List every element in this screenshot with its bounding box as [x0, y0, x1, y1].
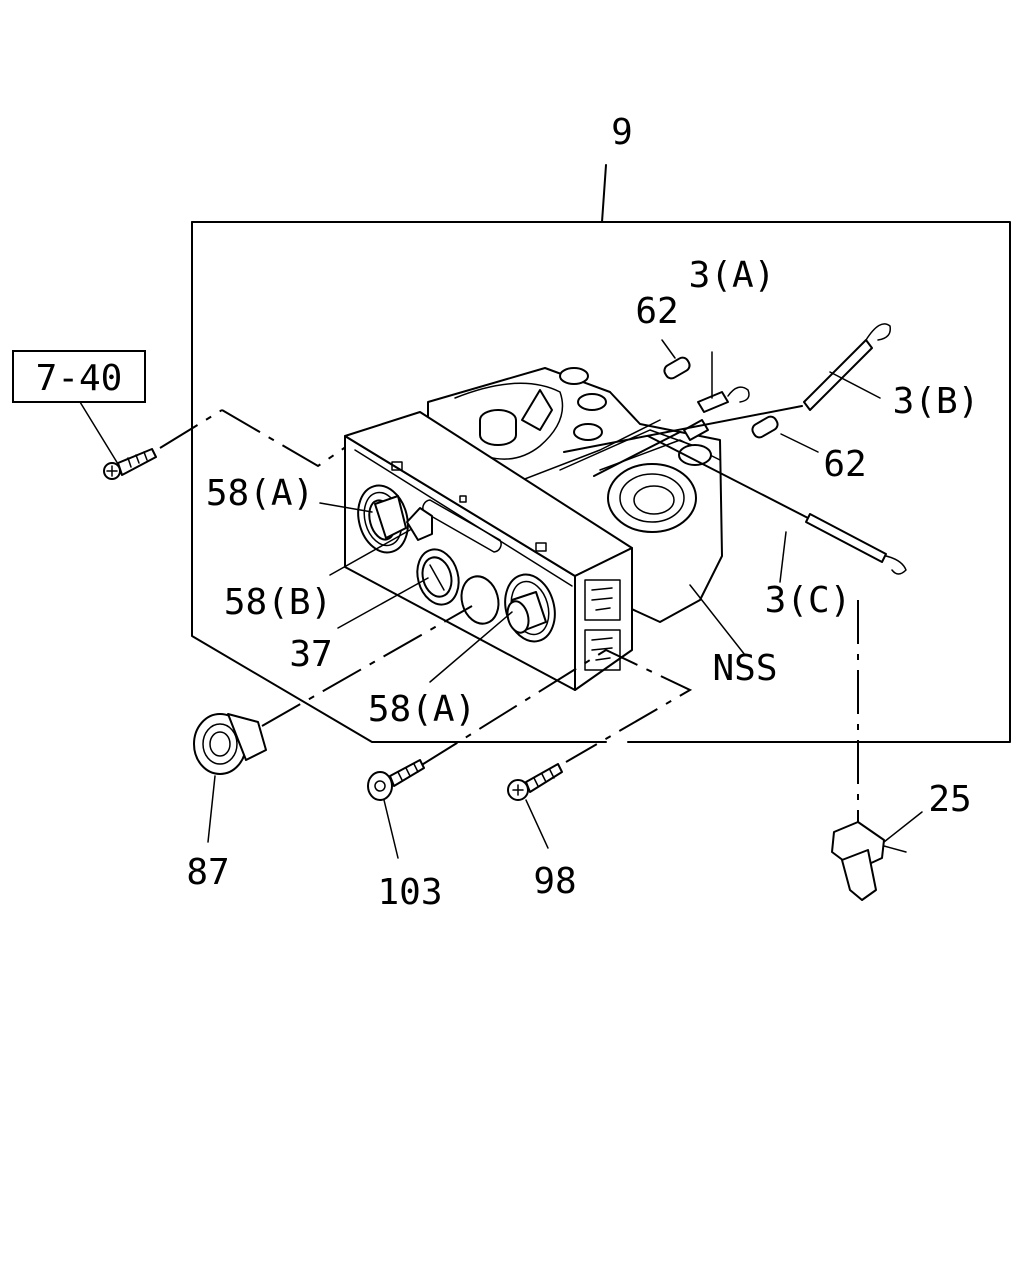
label-62-right: 62 — [823, 444, 866, 485]
label-103: 103 — [377, 872, 442, 913]
reference-box[interactable]: 7-40 — [12, 350, 146, 465]
label-nss: NSS — [712, 648, 777, 689]
pin-62-right[interactable] — [750, 414, 819, 453]
label-3c: 3(C) — [765, 580, 852, 621]
label-58a-top: 58(A) — [206, 473, 314, 514]
leader-lines — [319, 502, 746, 683]
knob-58b[interactable] — [406, 507, 433, 541]
ref-box-label: 7-40 — [36, 358, 123, 399]
label-25: 25 — [928, 779, 971, 820]
label-98: 98 — [533, 861, 576, 902]
screw-98[interactable] — [507, 763, 563, 849]
label-9: 9 — [611, 112, 633, 153]
clip-25[interactable] — [831, 811, 923, 901]
knob-37[interactable] — [418, 554, 455, 600]
label-58b: 58(B) — [224, 582, 332, 623]
screw-103[interactable] — [367, 759, 425, 859]
label-37: 37 — [289, 634, 332, 675]
knob-58a-bottom[interactable] — [504, 591, 547, 635]
pin-62-top[interactable] — [661, 339, 692, 381]
label-62-top: 62 — [635, 291, 678, 332]
label-3b: 3(B) — [893, 381, 980, 422]
cable-3c[interactable] — [647, 435, 907, 822]
bulb-socket-87[interactable] — [193, 713, 267, 843]
callout-labels: 9 3(A) 62 3(B) 62 58(A) 3(C) 58(B) 37 NS… — [186, 112, 979, 913]
label-87: 87 — [186, 852, 229, 893]
label-3a: 3(A) — [689, 255, 776, 296]
assembly-guides — [261, 605, 693, 767]
knob-58a-top[interactable] — [365, 495, 407, 542]
label-58a-bottom: 58(A) — [368, 689, 476, 730]
bolt-7-40[interactable] — [103, 409, 351, 480]
cable-3b[interactable] — [563, 323, 891, 453]
